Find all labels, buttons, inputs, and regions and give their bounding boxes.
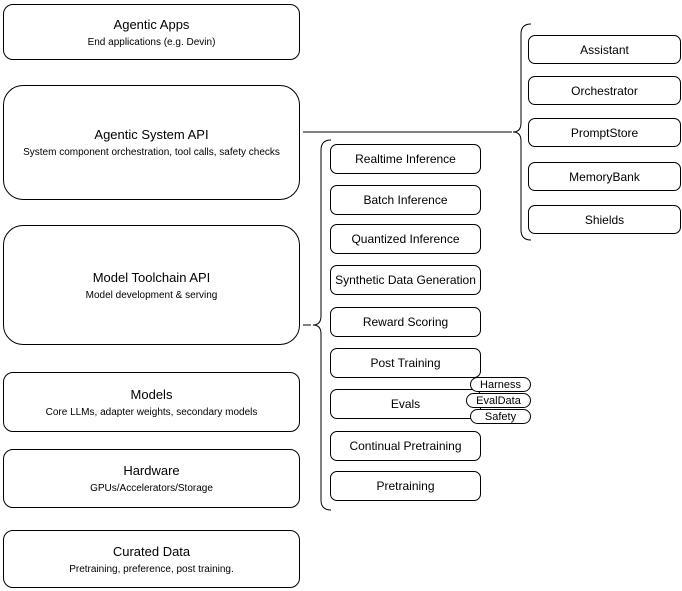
node-label: Realtime Inference	[355, 152, 456, 166]
node-label: Synthetic Data Generation	[335, 273, 476, 287]
node-label: MemoryBank	[569, 169, 640, 184]
tag-harness: Harness	[470, 377, 531, 392]
tag-label: EvalData	[476, 394, 521, 407]
node-synthetic-data-generation: Synthetic Data Generation	[330, 265, 481, 295]
node-promptstore: PromptStore	[528, 118, 681, 147]
node-title: Model Toolchain API	[92, 269, 211, 285]
node-subtitle: End applications (e.g. Devin)	[87, 36, 216, 48]
node-subtitle: Core LLMs, adapter weights, secondary mo…	[45, 406, 258, 418]
node-realtime-inference: Realtime Inference	[330, 144, 481, 174]
node-label: Evals	[390, 397, 421, 411]
tag-evaldata: EvalData	[466, 393, 531, 408]
node-subtitle: System component orchestration, tool cal…	[23, 147, 280, 158]
node-assistant: Assistant	[528, 35, 681, 64]
node-title: Models	[130, 386, 173, 402]
tag-label: Harness	[480, 378, 521, 391]
tag-label: Safety	[484, 410, 517, 423]
node-reward-scoring: Reward Scoring	[330, 307, 481, 337]
node-title: Agentic Apps	[113, 16, 190, 32]
tag-safety: Safety	[470, 409, 531, 424]
node-label: Reward Scoring	[362, 315, 449, 329]
node-title: Agentic System API	[94, 127, 209, 142]
node-label: Continual Pretraining	[349, 439, 462, 453]
node-label: Pretraining	[376, 479, 435, 493]
node-label: Batch Inference	[363, 193, 448, 207]
node-agentic-system-api: Agentic System API System component orch…	[3, 85, 300, 200]
node-title: Curated Data	[112, 543, 191, 559]
node-subtitle: Model development & serving	[85, 289, 218, 301]
node-label: Post Training	[370, 356, 441, 370]
node-curated-data: Curated Data Pretraining, preference, po…	[3, 530, 300, 588]
node-batch-inference: Batch Inference	[330, 185, 481, 215]
node-label: Assistant	[580, 42, 629, 57]
node-shields: Shields	[528, 205, 681, 234]
node-model-toolchain-api: Model Toolchain API Model development & …	[3, 225, 300, 345]
node-label: Shields	[584, 212, 625, 227]
node-memorybank: MemoryBank	[528, 162, 681, 191]
node-evals: Evals	[330, 389, 481, 419]
node-label: Quantized Inference	[351, 232, 460, 246]
node-post-training: Post Training	[330, 348, 481, 378]
toolchain-bracket	[312, 139, 332, 511]
node-models: Models Core LLMs, adapter weights, secon…	[3, 372, 300, 432]
node-agentic-apps: Agentic Apps End applications (e.g. Devi…	[3, 4, 300, 60]
node-quantized-inference: Quantized Inference	[330, 224, 481, 254]
node-continual-pretraining: Continual Pretraining	[330, 431, 481, 461]
node-label: PromptStore	[570, 125, 639, 140]
node-pretraining: Pretraining	[330, 471, 481, 501]
node-subtitle: Pretraining, preference, post training.	[69, 563, 234, 575]
node-title: Hardware	[123, 463, 180, 478]
node-orchestrator: Orchestrator	[528, 76, 681, 105]
node-label: Orchestrator	[571, 83, 638, 98]
node-subtitle: GPUs/Accelerators/Storage	[90, 483, 213, 494]
node-hardware: Hardware GPUs/Accelerators/Storage	[3, 449, 300, 508]
